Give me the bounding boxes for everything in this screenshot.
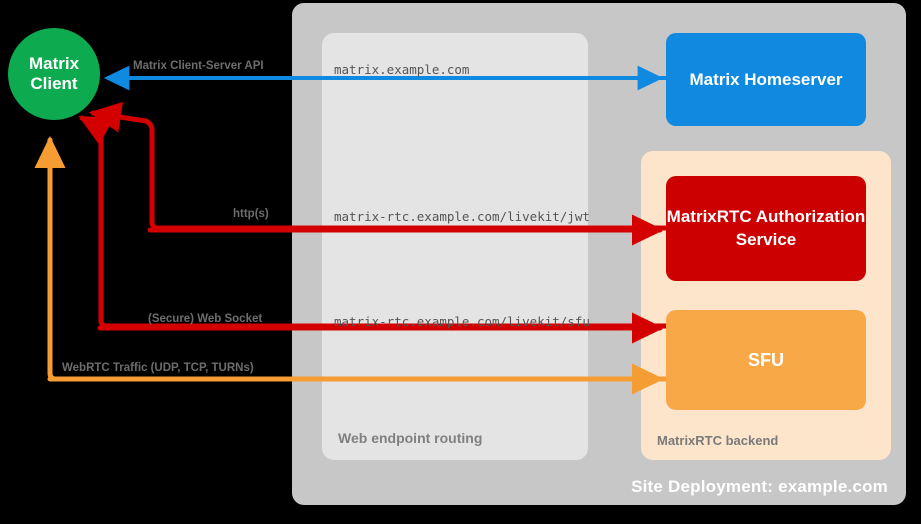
node-matrix-client-line1: Matrix [28,54,80,74]
web-endpoint-routing-label: Web endpoint routing [338,430,483,446]
node-sfu-label: SFU [748,349,784,370]
link-label-csapi: Matrix Client-Server API [133,60,264,72]
site-deployment-caption-wrap: Site Deployment: example.com [292,3,906,505]
endpoint-matrix-host: matrix.example.com [334,62,470,77]
node-matrix-client[interactable]: Matrix Client [8,28,100,120]
endpoint-jwt-host: matrix-rtc.example.com/livekit/jwt [334,209,590,224]
node-matrix-homeserver[interactable]: Matrix Homeserver [666,33,866,126]
node-matrix-client-line2: Client [30,74,78,93]
link-label-websocket: (Secure) Web Socket [148,313,263,325]
link-label-webrtc: WebRTC Traffic (UDP, TCP, TURNs) [62,362,254,374]
link-label-https: http(s) [233,208,269,220]
node-sfu[interactable]: SFU [666,310,866,410]
endpoint-sfu-host: matrix-rtc.example.com/livekit/sfu [334,314,590,329]
node-matrixrtc-authorization-service-label: MatrixRTC Authorization Service [666,207,866,249]
site-deployment-label: Site Deployment: example.com [631,477,888,496]
matrixrtc-backend-label: MatrixRTC backend [657,433,779,448]
node-matrixrtc-authorization-service[interactable]: MatrixRTC Authorization Service [666,176,866,281]
node-matrix-homeserver-label: Matrix Homeserver [689,69,843,89]
